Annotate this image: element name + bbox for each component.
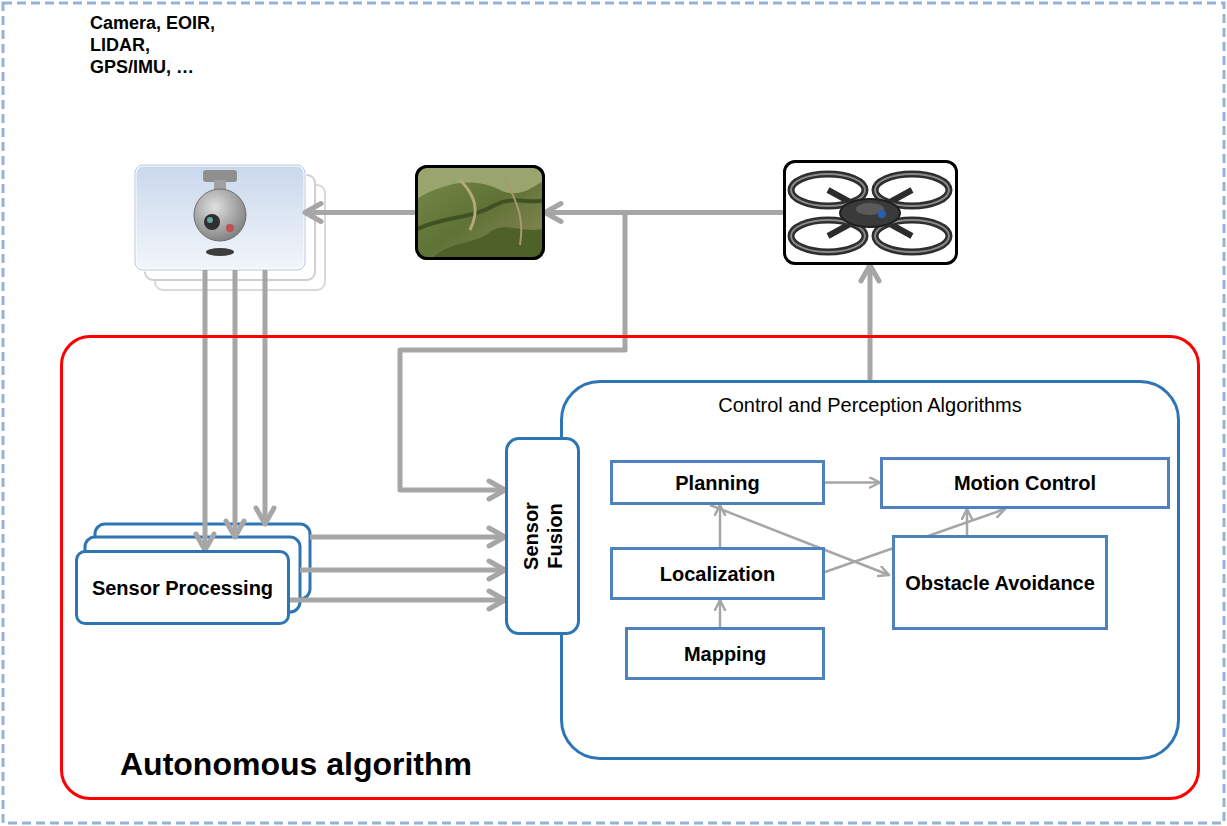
terrain-slope: [460, 180, 475, 230]
box-label: Sensor Fusion: [519, 486, 567, 586]
flow-arrow: [400, 213, 783, 491]
terrain-ridge: [415, 165, 545, 200]
process-box: Planning: [610, 460, 825, 505]
box-label: Planning: [675, 471, 759, 495]
fusion-box: Sensor Fusion: [505, 437, 580, 635]
flow-arrow: [868, 265, 873, 380]
camera-base: [206, 248, 234, 256]
terrain-ridge-line: [415, 200, 545, 230]
camera-lens-glint: [207, 217, 213, 223]
stack-front-outline: [135, 165, 305, 270]
process-box: Localization: [610, 547, 825, 600]
process-box: Mapping: [625, 627, 825, 680]
box-label: Autonomous algorithm: [120, 745, 1197, 783]
terrain-image: [415, 165, 545, 260]
drone-arm: [828, 190, 912, 236]
stack-front-frame: [135, 165, 305, 270]
drone-body: [840, 199, 900, 227]
terrain-valley: [430, 227, 545, 260]
box-label: Motion Control: [954, 471, 1096, 495]
box-label: Mapping: [684, 642, 766, 666]
process-box: Motion Control: [880, 457, 1170, 509]
group-box: Control and Perception AlgorithmsPlannin…: [560, 380, 1180, 760]
flow-arrow: [263, 270, 268, 524]
quadcopter-icon: [791, 174, 949, 252]
outer-dashed-frame: [3, 3, 1224, 823]
flow-arrow: [203, 270, 208, 550]
flow-arrow: [300, 568, 505, 573]
region-box: Autonomous algorithm Sensor Processing Sen…: [60, 335, 1200, 800]
box-label: Control and Perception Algorithms: [563, 383, 1177, 417]
drone-camera: [878, 210, 886, 218]
flow-arrow: [310, 535, 505, 540]
box-label: Camera, EOIR, LIDAR, GPS/IMU, …: [88, 12, 220, 78]
camera-lens: [204, 214, 220, 230]
flow-arrow: [305, 210, 415, 215]
terrain-ground: [415, 165, 545, 260]
flow-arrow: [719, 600, 722, 627]
process-box: Obstacle Avoidance: [892, 535, 1108, 630]
sensor-stack-node: Camera, EOIR, LIDAR, GPS/IMU, …: [88, 12, 305, 270]
terrain-slope: [505, 178, 521, 245]
box-label: Obstacle Avoidance: [905, 571, 1095, 595]
drone-frame: [783, 160, 958, 265]
sensor-stack: [135, 165, 325, 290]
drone-arm: [828, 190, 912, 236]
flow-arrow: [233, 270, 238, 537]
gimbal-camera-icon: [194, 170, 246, 256]
box-label: Localization: [660, 562, 776, 586]
flow-arrow: [825, 481, 880, 484]
camera-ball: [194, 189, 246, 241]
flow-arrow: [966, 509, 969, 535]
box-label: Sensor Processing: [92, 576, 273, 600]
flow-arrow: [290, 598, 505, 603]
flow-arrow: [719, 505, 722, 547]
process-box: Sensor Processing: [75, 550, 290, 625]
terrain-frame: [415, 165, 545, 260]
camera-sensor-dot: [226, 224, 234, 232]
